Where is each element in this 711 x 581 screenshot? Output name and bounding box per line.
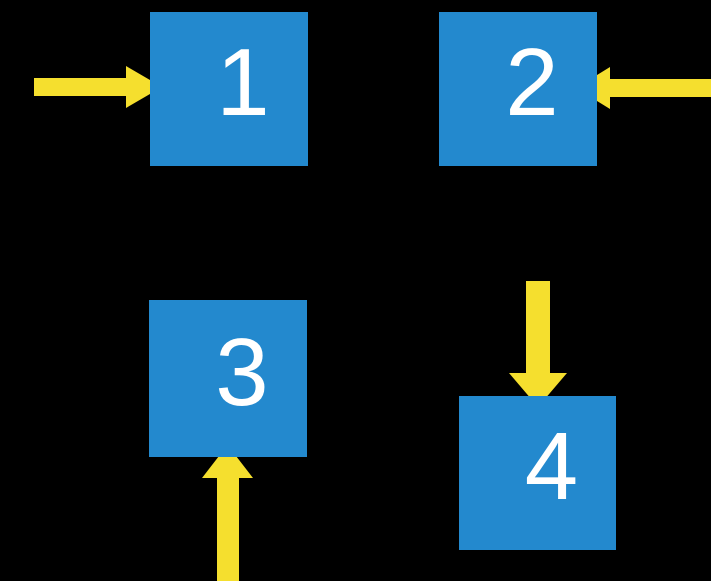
node-2[interactable]: 2 <box>439 12 597 166</box>
arrow-up-into-node-3 <box>202 445 253 581</box>
arrow-right-into-node-1 <box>34 66 162 108</box>
node-1[interactable]: 1 <box>150 12 308 166</box>
node-4[interactable]: 4 <box>459 396 616 550</box>
arrow-left-into-node-2 <box>576 67 711 109</box>
arrow-down-into-node-4 <box>509 281 567 407</box>
node-1-label: 1 <box>216 29 270 136</box>
arrow-right-icon <box>34 66 162 108</box>
arrow-down-icon <box>509 281 567 407</box>
node-2-label: 2 <box>505 29 559 136</box>
node-4-label: 4 <box>524 413 579 520</box>
node-3[interactable]: 3 <box>149 300 307 457</box>
arrow-up-icon <box>202 445 253 581</box>
arrow-left-icon <box>576 67 711 109</box>
node-3-label: 3 <box>215 318 269 426</box>
